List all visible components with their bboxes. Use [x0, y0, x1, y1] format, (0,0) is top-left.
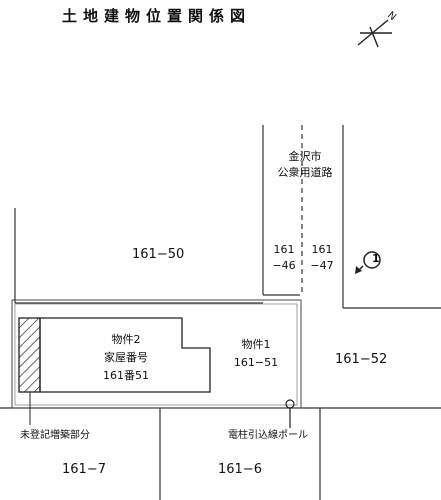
parcel-161-46-label-bottom: −46 [272, 259, 296, 272]
unregistered-extension-label: 未登記増築部分 [20, 430, 90, 441]
parcel-161-52-label: 161−52 [335, 352, 388, 367]
building-2-house-number-label: 家屋番号 [104, 351, 148, 364]
road-label-line1: 金沢市 [288, 150, 322, 163]
north-arrow-icon [357, 19, 392, 48]
parcel-161-47-label-bottom: −47 [310, 259, 334, 272]
parcel-161-50-label: 161−50 [132, 247, 185, 262]
pole-icon [285, 399, 295, 428]
page-title: 土地建物位置関係図 [62, 7, 252, 25]
parcel-161-46-label-top: 161 [273, 243, 295, 256]
building-1-title: 物件1 [241, 338, 271, 351]
building-2-title: 物件2 [111, 333, 141, 346]
road-label-line2: 公衆用道路 [277, 166, 333, 179]
viewpoint-marker-icon [355, 251, 381, 274]
parcel-161-51-label: 161−51 [233, 356, 279, 369]
parcel-boundaries [0, 125, 441, 500]
unregistered-extension-hatch [18, 317, 41, 393]
building-2-house-number: 161番51 [103, 369, 149, 382]
lot-161-51-outline [11, 299, 302, 409]
parcel-161-47-label-top: 161 [311, 243, 333, 256]
parcel-161-6-label: 161−6 [218, 462, 262, 477]
parcel-161-7-label: 161−7 [62, 462, 106, 477]
pole-label: 電柱引込線ポール [228, 430, 308, 441]
